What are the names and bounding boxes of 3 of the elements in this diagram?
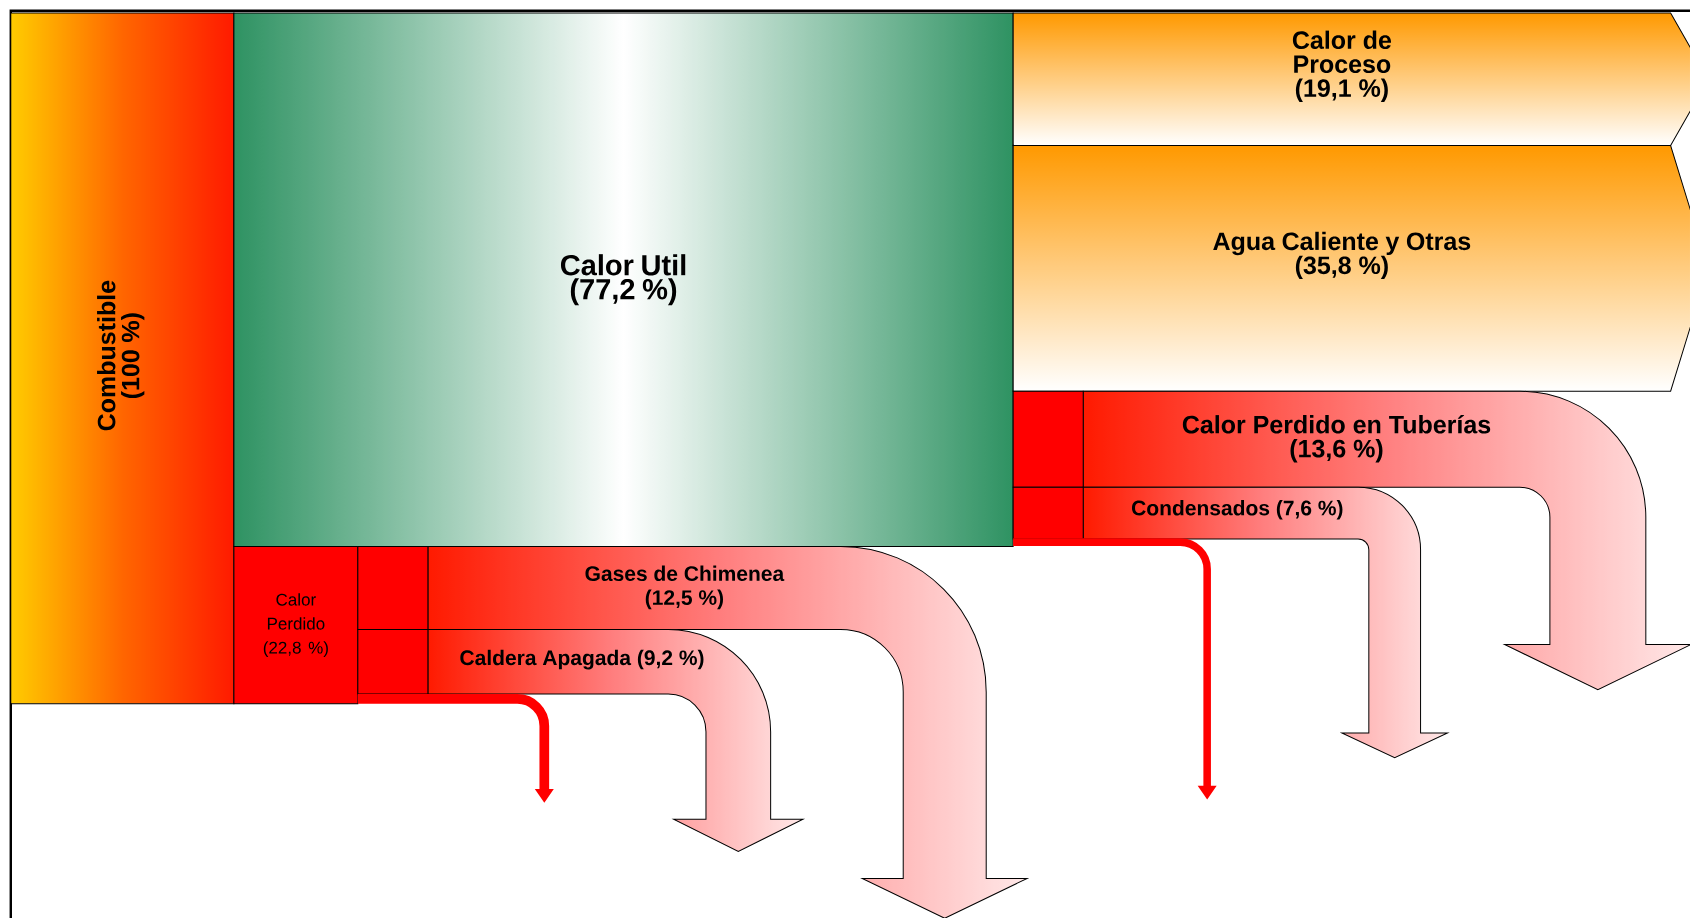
source-bar: Combustible (100 %) — [10, 12, 235, 705]
sankey-band: Agua Caliente y Otras (35,8 %) — [1012, 144, 1690, 392]
sankey-band: Calor de Proceso (19,1 %) — [1012, 12, 1690, 146]
